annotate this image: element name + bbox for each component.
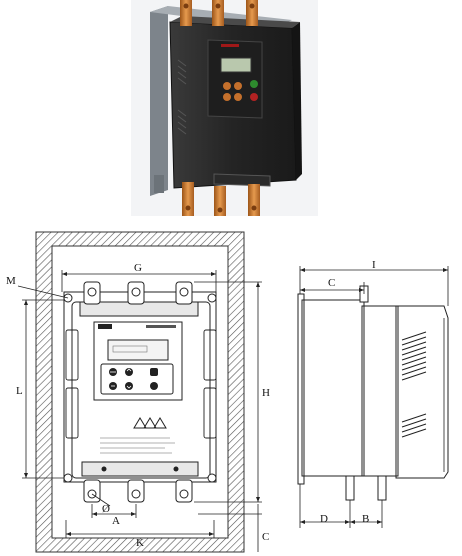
render-key-stop [250, 93, 258, 101]
mounting-hole-bottom-right [207, 473, 217, 483]
label-m: M [6, 275, 16, 287]
label-a: A [112, 515, 120, 527]
label-k: K [136, 537, 144, 549]
front-arrowheads [24, 272, 260, 536]
side-vent-slots [401, 331, 427, 438]
label-h: H [262, 387, 270, 399]
fine-print-lines [100, 437, 175, 454]
front-view [17, 231, 262, 553]
side-bottom-terminal-2 [377, 475, 387, 501]
render-busbar-bottom-3 [248, 184, 260, 216]
label-l: L [16, 385, 23, 397]
label-i: I [372, 259, 376, 271]
label-b: B [362, 513, 369, 525]
side-fins [65, 329, 217, 439]
top-terminals [83, 281, 193, 305]
render-busbar-top-1 [180, 0, 192, 26]
warning-symbols [133, 417, 167, 429]
mounting-hole-top-right [207, 293, 217, 303]
lcd-display [107, 339, 169, 361]
side-view [297, 266, 449, 528]
render-key [234, 93, 242, 101]
enclosure-right-edge [292, 22, 302, 180]
label-d: D [320, 513, 328, 525]
render-logo [221, 44, 239, 47]
front-dimension-lines [17, 270, 262, 552]
label-phi: Ø [102, 503, 110, 515]
render-busbar-bottom-1 [182, 182, 194, 216]
render-key [223, 82, 231, 90]
keypad-frame [100, 363, 174, 395]
keypad-logo [98, 324, 112, 329]
label-c-front: C [262, 531, 269, 543]
bottom-terminals [83, 479, 193, 503]
render-key [223, 93, 231, 101]
render-busbar-top-2 [212, 0, 224, 26]
render-key-run [250, 80, 258, 88]
render-vents [177, 59, 187, 135]
enclosure-top-edge [170, 16, 300, 28]
lcd-text-area [112, 345, 148, 353]
mounting-hole-bottom-left [63, 473, 73, 483]
heatsink-side [150, 6, 168, 196]
side-enclosure-middle [361, 305, 399, 477]
render-busbar-bottom-2 [214, 186, 226, 216]
bottom-terminal-rail [81, 461, 199, 477]
product-render [131, 0, 318, 216]
side-dimension-lines [299, 266, 449, 528]
mount-foot [154, 175, 164, 193]
render-keypad-frame [207, 39, 263, 119]
keypad-panel [93, 321, 183, 401]
side-heatsink [301, 299, 365, 477]
label-c-side: C [328, 277, 335, 289]
wall-hatching [35, 231, 245, 553]
render-bottom-bracket [213, 173, 271, 187]
keypad-model-strip [146, 325, 176, 328]
label-g: G [134, 262, 142, 274]
render-key [234, 82, 242, 90]
side-bottom-terminal-1 [345, 475, 355, 501]
render-busbar-top-3 [246, 0, 258, 26]
side-mount-plate [297, 293, 305, 485]
keypad-buttons [109, 368, 158, 390]
side-enclosure-cover [395, 305, 449, 479]
render-lcd [220, 57, 252, 73]
side-arrowheads [300, 268, 448, 524]
